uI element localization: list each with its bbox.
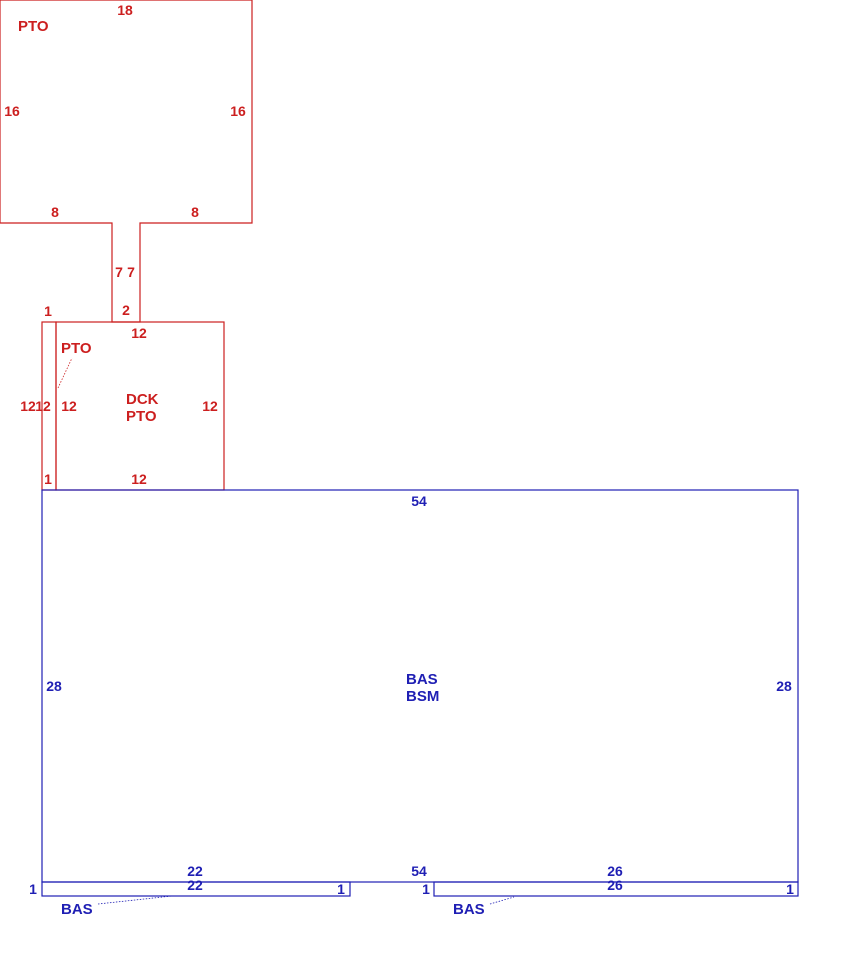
pto-upper-left-dim: 16 <box>4 103 20 119</box>
base-area: 54 54 28 28 BAS BSM <box>41 489 799 883</box>
strip-right-leader <box>489 896 515 905</box>
strip-left-area: 22 22 1 1 BAS <box>29 863 351 918</box>
deck-strip-inner-dim: 12 <box>35 398 51 414</box>
strip-left-left-dim: 1 <box>29 881 37 897</box>
pto-upper-top-dim: 18 <box>117 2 133 18</box>
pto-upper-outline <box>0 0 253 323</box>
strip-left-right-dim: 1 <box>337 881 345 897</box>
strip-left-bottom-dim: 22 <box>187 877 203 893</box>
base-top-dim: 54 <box>411 493 427 509</box>
strip-left-code: BAS <box>61 901 93 918</box>
deck-code-line1: DCK <box>126 391 159 408</box>
deck-strip-top-dim: 1 <box>44 303 52 319</box>
strip-left-top-dim: 22 <box>187 863 203 879</box>
pto-upper-area: PTO 18 16 16 8 8 7 7 2 <box>0 0 253 323</box>
base-code-line2: BSM <box>406 688 439 705</box>
pto-upper-bottom-left-dim: 8 <box>51 204 59 220</box>
strip-right-left-dim: 1 <box>422 881 430 897</box>
base-left-dim: 28 <box>46 678 62 694</box>
deck-area: PTO 1 1 12 12 12 12 12 12 DCK PTO <box>20 303 225 491</box>
strip-right-top-dim: 26 <box>607 863 623 879</box>
deck-strip-leader <box>57 357 73 389</box>
pto-upper-right-dim: 16 <box>230 103 246 119</box>
strip-left-outline <box>41 881 351 897</box>
base-right-dim: 28 <box>776 678 792 694</box>
base-bottom-dim: 54 <box>411 863 427 879</box>
strip-right-code: BAS <box>453 901 485 918</box>
pto-upper-code: PTO <box>18 18 49 35</box>
pto-neck-right-dim: 7 <box>127 264 135 280</box>
strip-left-leader <box>97 895 173 905</box>
deck-left-dim: 12 <box>61 398 77 414</box>
base-outline <box>41 489 799 883</box>
pto-neck-bottom-dim: 2 <box>122 302 130 318</box>
deck-strip-code: PTO <box>61 340 92 357</box>
deck-bottom-dim: 12 <box>131 471 147 487</box>
deck-right-dim: 12 <box>202 398 218 414</box>
base-code-line1: BAS <box>406 671 438 688</box>
deck-top-dim: 12 <box>131 325 147 341</box>
deck-strip-bottom-dim: 1 <box>44 471 52 487</box>
strip-right-area: 26 26 1 1 BAS <box>422 863 799 918</box>
strip-right-outline <box>433 881 799 897</box>
deck-code-line2: PTO <box>126 408 157 425</box>
deck-strip-outer-dim: 12 <box>20 398 36 414</box>
pto-neck-left-dim: 7 <box>115 264 123 280</box>
strip-right-right-dim: 1 <box>786 881 794 897</box>
strip-right-bottom-dim: 26 <box>607 877 623 893</box>
pto-upper-bottom-right-dim: 8 <box>191 204 199 220</box>
